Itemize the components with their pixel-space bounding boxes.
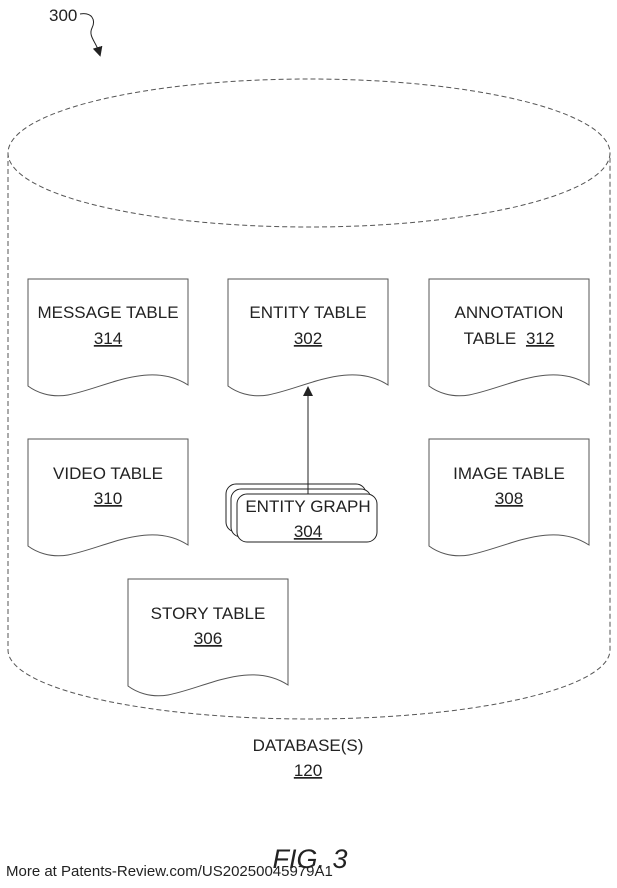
table-image: IMAGE TABLE 308	[429, 439, 589, 556]
table-image-ref: 308	[495, 489, 523, 508]
table-story-label: STORY TABLE	[151, 604, 266, 623]
figure-ref-leader	[80, 14, 99, 52]
table-message: MESSAGE TABLE 314	[28, 279, 188, 396]
table-annotation-ref: 312	[526, 329, 554, 348]
table-story-ref: 306	[194, 629, 222, 648]
table-message-label: MESSAGE TABLE	[37, 303, 178, 322]
entity-graph-label: ENTITY GRAPH	[245, 497, 370, 516]
table-entity: ENTITY TABLE 302	[228, 279, 388, 396]
source-note: More at Patents-Review.com/US20250045979…	[6, 863, 333, 880]
table-message-ref: 314	[94, 329, 122, 348]
database-label: DATABASE(S)	[253, 736, 364, 755]
figure-ref-label: 300	[49, 6, 77, 25]
table-video-ref: 310	[94, 489, 122, 508]
table-entity-label: ENTITY TABLE	[249, 303, 366, 322]
database-cylinder	[8, 79, 610, 719]
table-image-label: IMAGE TABLE	[453, 464, 565, 483]
table-entity-ref: 302	[294, 329, 322, 348]
table-annotation-label: ANNOTATION	[455, 303, 564, 322]
table-annotation-label-line2: TABLE	[464, 329, 517, 348]
svg-text:TABLE 312: TABLE 312	[464, 329, 555, 348]
table-video: VIDEO TABLE 310	[28, 439, 188, 556]
table-story: STORY TABLE 306	[128, 579, 288, 696]
database-ref: 120	[294, 761, 322, 780]
table-video-label: VIDEO TABLE	[53, 464, 163, 483]
entity-graph: ENTITY GRAPH 304	[226, 484, 377, 542]
entity-graph-ref: 304	[294, 522, 322, 541]
table-annotation: ANNOTATION TABLE 312	[429, 279, 589, 396]
